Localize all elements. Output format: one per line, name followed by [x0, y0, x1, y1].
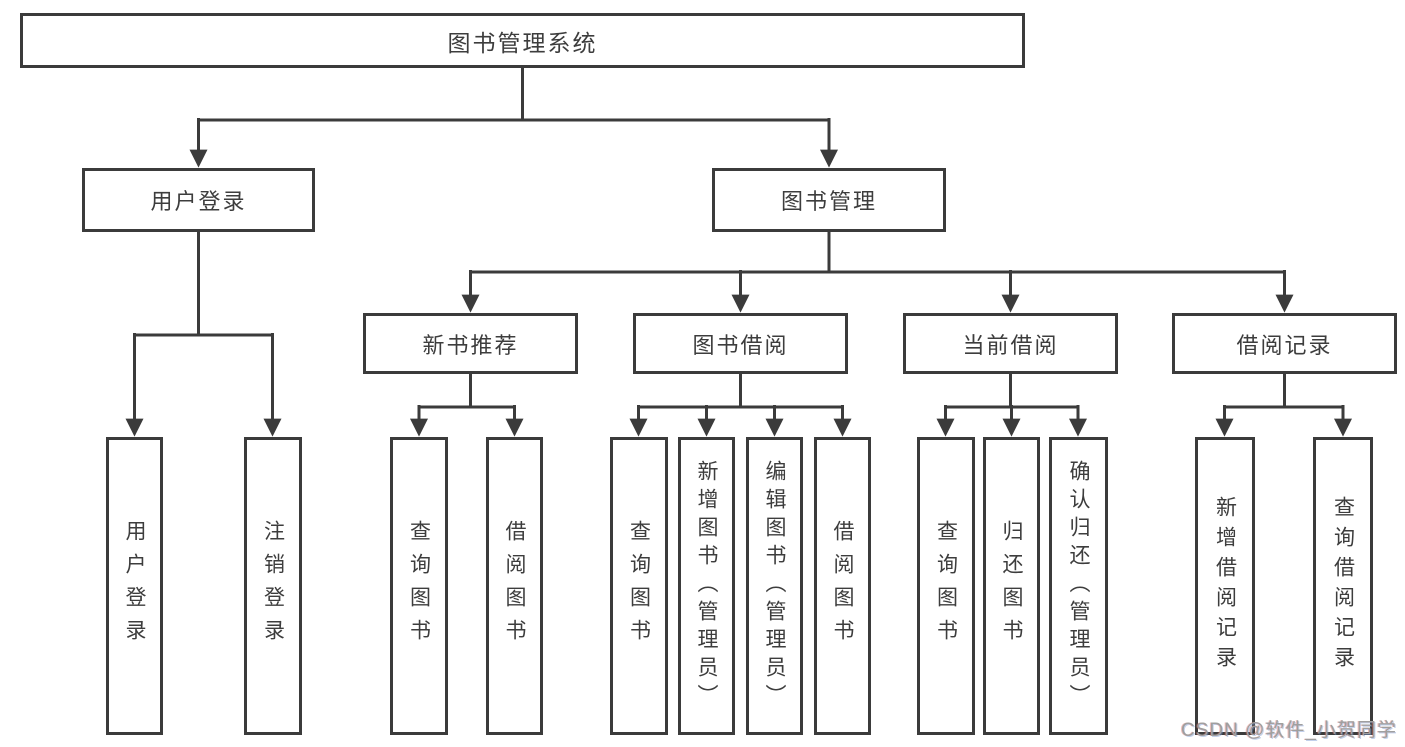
node-user-login: 用户登录 [82, 168, 315, 232]
node-current-borrowing-label: 当前借阅 [962, 332, 1059, 358]
leaf-return-books: 归还图书 [983, 437, 1040, 735]
leaf-user-login-label: 用户登录 [123, 520, 146, 652]
node-book-management: 图书管理 [712, 168, 946, 232]
leaf-add-book-admin-label: 新增图书（管理员） [695, 460, 718, 712]
connector-root-to-level2 [189, 68, 838, 168]
leaf-add-borrow-record: 新增借阅记录 [1195, 437, 1255, 735]
node-borrow-records: 借阅记录 [1172, 313, 1397, 374]
node-user-login-label: 用户登录 [150, 189, 247, 214]
node-root: 图书管理系统 [20, 13, 1025, 68]
leaf-logout-label: 注销登录 [261, 520, 285, 652]
connector-new-book-recommend-to-children [410, 374, 524, 437]
node-book-borrowing: 图书借阅 [633, 313, 848, 374]
leaf-query-books-current-label: 查询图书 [934, 520, 958, 652]
csdn-watermark: CSDN @软件_小贺同学 [1181, 720, 1397, 741]
leaf-borrow-books-recommend: 借阅图书 [486, 437, 543, 735]
leaf-query-books-recommend-label: 查询图书 [407, 520, 431, 652]
leaf-query-books-current: 查询图书 [917, 437, 975, 735]
leaf-confirm-return-admin: 确认归还（管理员） [1049, 437, 1108, 735]
leaf-add-book-admin: 新增图书（管理员） [678, 437, 735, 735]
leaf-query-borrow-record: 查询借阅记录 [1313, 437, 1373, 735]
leaf-query-books-borrow: 查询图书 [610, 437, 668, 735]
leaf-borrow-books: 借阅图书 [814, 437, 871, 735]
node-current-borrowing: 当前借阅 [903, 313, 1118, 374]
connector-book-borrowing-to-children [629, 374, 852, 437]
leaf-edit-book-admin: 编辑图书（管理员） [746, 437, 803, 735]
node-new-book-recommend: 新书推荐 [363, 313, 578, 374]
connector-user-login-to-children [125, 232, 282, 437]
leaf-query-books-borrow-label: 查询图书 [627, 520, 651, 652]
leaf-edit-book-admin-label: 编辑图书（管理员） [763, 460, 786, 712]
node-borrow-records-label: 借阅记录 [1236, 332, 1333, 358]
leaf-confirm-return-admin-label: 确认归还（管理员） [1067, 460, 1090, 712]
leaf-query-borrow-record-label: 查询借阅记录 [1331, 496, 1355, 676]
leaf-query-books-recommend: 查询图书 [390, 437, 448, 735]
node-root-label: 图书管理系统 [447, 29, 598, 56]
leaf-user-login: 用户登录 [106, 437, 163, 735]
node-book-borrowing-label: 图书借阅 [692, 332, 789, 358]
node-book-management-label: 图书管理 [780, 189, 877, 214]
connector-book-management-to-level3 [461, 232, 1294, 313]
leaf-return-books-label: 归还图书 [1000, 520, 1023, 652]
leaf-borrow-books-label: 借阅图书 [831, 520, 854, 652]
leaf-borrow-books-recommend-label: 借阅图书 [503, 520, 526, 652]
node-new-book-recommend-label: 新书推荐 [422, 332, 519, 358]
leaf-add-borrow-record-label: 新增借阅记录 [1213, 496, 1237, 676]
leaf-logout: 注销登录 [244, 437, 302, 735]
connector-current-borrowing-to-children [936, 374, 1087, 437]
connector-borrow-records-to-children [1215, 374, 1352, 437]
